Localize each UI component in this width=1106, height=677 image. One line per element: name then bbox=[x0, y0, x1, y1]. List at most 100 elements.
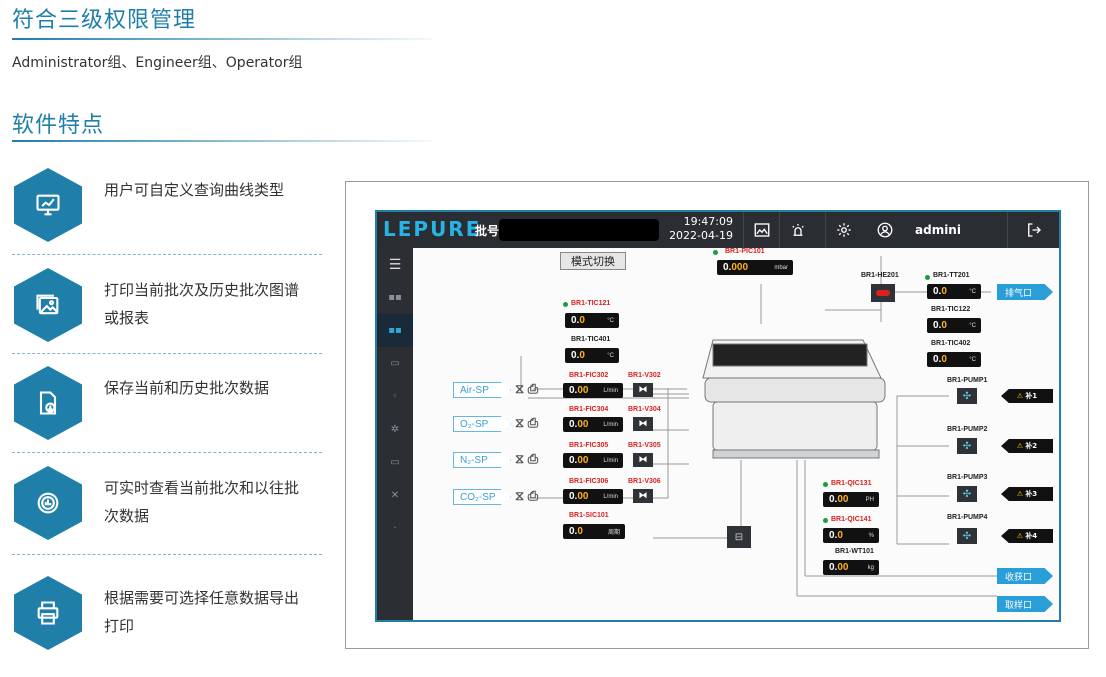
pump4-fan-icon[interactable]: ✣ bbox=[957, 528, 977, 544]
pump3-fan-icon[interactable]: ✣ bbox=[957, 486, 977, 502]
o2-sp-input[interactable]: O₂-SP bbox=[453, 416, 511, 432]
n2-sp-input[interactable]: N₂-SP bbox=[453, 452, 511, 468]
feature-text: 保存当前和历史批次数据 bbox=[104, 379, 270, 397]
valve-tag: BR1-V306 bbox=[628, 478, 661, 485]
valve-v304[interactable]: ⧓ bbox=[633, 417, 653, 431]
heater-he201[interactable] bbox=[871, 284, 895, 302]
readout-unit: mbar bbox=[774, 264, 788, 271]
readout-unit: 周期 bbox=[607, 530, 620, 536]
batch-label: 批号: bbox=[475, 224, 504, 238]
sidebar-item-data[interactable]: ▭ bbox=[390, 358, 400, 369]
menu-icon[interactable]: ☰ bbox=[388, 256, 402, 273]
valve-icon: ⧖ ⎙ bbox=[515, 451, 539, 466]
username-label: admini bbox=[915, 223, 961, 237]
readout-int: 0. bbox=[829, 530, 838, 541]
readout-int: 0. bbox=[829, 562, 838, 573]
divider bbox=[12, 254, 322, 255]
monitor-chart-icon bbox=[14, 168, 82, 242]
warning-icon: ⚠ bbox=[1016, 490, 1024, 498]
section-title-features: 软件特点 bbox=[12, 113, 105, 138]
gear-icon bbox=[836, 223, 851, 237]
valve-v305[interactable]: ⧓ bbox=[633, 453, 653, 467]
trend-chart-button[interactable] bbox=[743, 212, 779, 248]
instrument-tag: BR1-TT201 bbox=[933, 272, 970, 279]
status-dot bbox=[823, 518, 828, 523]
date-text: 2022-04-19 bbox=[669, 229, 733, 242]
readout-dec: 0 bbox=[941, 286, 947, 297]
pump-tag: BR1-PUMP2 bbox=[947, 426, 988, 433]
instrument-tag: BR1-SIC101 bbox=[569, 512, 609, 519]
valve-v306[interactable]: ⧓ bbox=[633, 489, 653, 503]
time-text: 19:47:09 bbox=[683, 215, 733, 228]
readout-dec: 0 bbox=[579, 350, 585, 361]
feature-item: 可实时查看当前批次和以往批次数据 bbox=[12, 466, 322, 556]
feature-text: 打印当前批次及历史批次图谱或报表 bbox=[104, 281, 300, 327]
sidebar-item-more[interactable]: · bbox=[393, 523, 397, 534]
feature-item: 根据需要可选择任意数据导出打印 bbox=[12, 576, 322, 666]
alarm-button[interactable] bbox=[779, 212, 815, 248]
sidebar-item-user[interactable]: ◦ bbox=[392, 391, 398, 402]
sidebar-item-tools[interactable]: ✕ bbox=[390, 490, 400, 501]
readout-dec: 0 bbox=[579, 315, 585, 326]
pump2-fan-icon[interactable]: ✣ bbox=[957, 438, 977, 454]
sidebar-item-process[interactable]: ▪▪ bbox=[377, 314, 413, 347]
instrument-tag: BR1-FIC304 bbox=[569, 406, 609, 413]
sidebar-item-settings[interactable]: ✲ bbox=[390, 424, 400, 435]
lepure-logo: LEPURE bbox=[383, 217, 482, 241]
settings-button[interactable] bbox=[825, 212, 861, 248]
sidebar-item-home[interactable]: ▪▪ bbox=[388, 292, 402, 303]
pump1-warning[interactable]: ⚠ 补1 bbox=[1001, 389, 1053, 403]
logout-icon bbox=[1027, 223, 1041, 237]
readout-int: 0. bbox=[569, 455, 578, 466]
status-dot bbox=[713, 250, 718, 255]
qic141-readout[interactable]: 0.0% bbox=[823, 528, 879, 543]
pump2-warning[interactable]: ⚠ 补2 bbox=[1001, 439, 1053, 453]
harvest-outlet[interactable]: 收获口 bbox=[997, 568, 1053, 584]
alarm-bell-icon bbox=[791, 224, 804, 236]
pump-tag: BR1-PUMP1 bbox=[947, 377, 988, 384]
pie-chart-icon bbox=[14, 466, 82, 540]
warning-label: 补4 bbox=[1025, 532, 1038, 540]
readout-int: 0. bbox=[933, 354, 942, 365]
tic121-readout[interactable]: 0.0°C bbox=[565, 313, 619, 328]
readout-int: 0. bbox=[569, 491, 578, 502]
tic402-readout[interactable]: 0.0°C bbox=[927, 352, 981, 367]
air-sp-input[interactable]: Air-SP bbox=[453, 382, 511, 398]
readout-dec: 0 bbox=[941, 354, 947, 365]
pump4-warning[interactable]: ⚠ 补4 bbox=[1001, 529, 1053, 543]
user-button[interactable] bbox=[867, 212, 903, 248]
instrument-tag: BR1-TIC122 bbox=[931, 306, 971, 313]
image-icon bbox=[754, 223, 769, 237]
readout-unit: % bbox=[868, 532, 874, 539]
readout-unit: PH bbox=[865, 496, 874, 503]
logout-button[interactable] bbox=[1007, 212, 1059, 248]
mode-switch-button[interactable]: 模式切换 bbox=[560, 252, 626, 270]
warning-label: 补1 bbox=[1025, 392, 1038, 400]
co2-sp-input[interactable]: CO₂-SP bbox=[453, 489, 511, 505]
user-avatar-icon bbox=[877, 222, 893, 238]
instrument-tag: BR1-FIC306 bbox=[569, 478, 609, 485]
pump3-warning[interactable]: ⚠ 补3 bbox=[1001, 487, 1053, 501]
pump1-fan-icon[interactable]: ✣ bbox=[957, 388, 977, 404]
valve-v302[interactable]: ⧓ bbox=[633, 383, 653, 397]
warning-label: 补2 bbox=[1025, 442, 1038, 450]
readout-unit: kg bbox=[867, 564, 874, 571]
tic122-readout[interactable]: 0.0°C bbox=[927, 318, 981, 333]
sample-outlet[interactable]: 取样口 bbox=[997, 596, 1053, 612]
tt201-readout[interactable]: 0.0°C bbox=[927, 284, 981, 299]
batch-number-input[interactable] bbox=[499, 219, 659, 241]
tic401-readout[interactable]: 0.0°C bbox=[565, 348, 619, 363]
exhaust-outlet[interactable]: 排气口 bbox=[997, 284, 1053, 300]
sidebar-item-alarm[interactable]: ▭ bbox=[390, 457, 400, 468]
image-gallery-icon bbox=[14, 268, 82, 342]
readout-unit: °C bbox=[969, 288, 976, 295]
